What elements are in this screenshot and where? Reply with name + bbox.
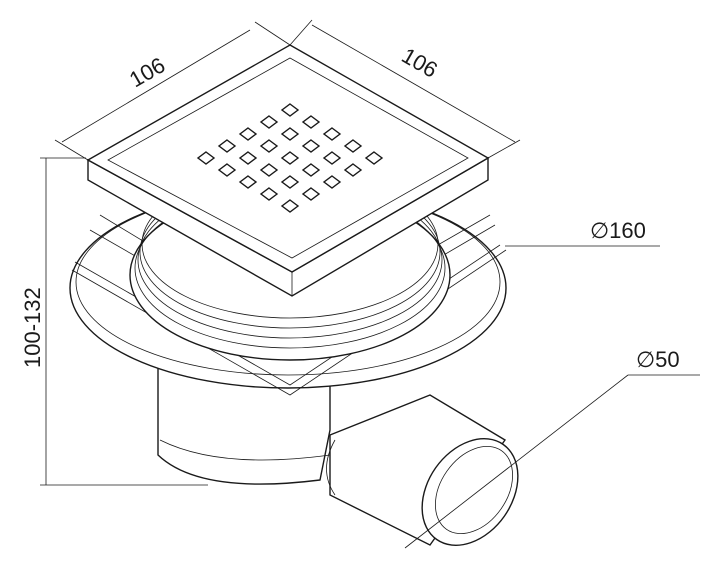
grate-hole	[238, 151, 258, 165]
grate	[86, 44, 490, 297]
grate-hole	[280, 151, 300, 165]
dimension-height: 100-132	[20, 157, 208, 486]
label-outlet-diameter: ∅50	[636, 347, 680, 372]
outlet-pipe	[326, 394, 519, 546]
grate-hole	[301, 163, 321, 177]
grate-hole	[259, 187, 279, 201]
label-flange-diameter: ∅160	[590, 218, 646, 243]
label-width-right: 106	[398, 43, 442, 83]
grate-hole	[364, 151, 384, 165]
grate-hole	[259, 115, 279, 129]
grate-hole	[322, 151, 342, 165]
grate-hole	[259, 139, 279, 153]
grate-hole	[280, 175, 300, 189]
grate-hole	[217, 139, 237, 153]
grate-hole	[343, 139, 363, 153]
dimension-outlet-diameter: ∅50	[404, 347, 700, 549]
grate-hole	[238, 127, 258, 141]
grate-hole	[301, 115, 321, 129]
drain-body	[157, 359, 331, 485]
grate-holes	[196, 103, 384, 213]
grate-hole	[259, 163, 279, 177]
grate-hole	[301, 187, 321, 201]
grate-hole	[322, 127, 342, 141]
grate-hole	[280, 103, 300, 117]
grate-hole	[280, 199, 300, 213]
label-height: 100-132	[20, 287, 45, 368]
grate-hole	[343, 163, 363, 177]
grate-hole	[196, 151, 216, 165]
grate-hole	[301, 139, 321, 153]
grate-hole	[322, 175, 342, 189]
grate-hole	[238, 175, 258, 189]
dimension-flange-diameter: ∅160	[505, 218, 660, 247]
grate-hole	[217, 163, 237, 177]
label-width-left: 106	[125, 52, 169, 92]
grate-hole	[280, 127, 300, 141]
